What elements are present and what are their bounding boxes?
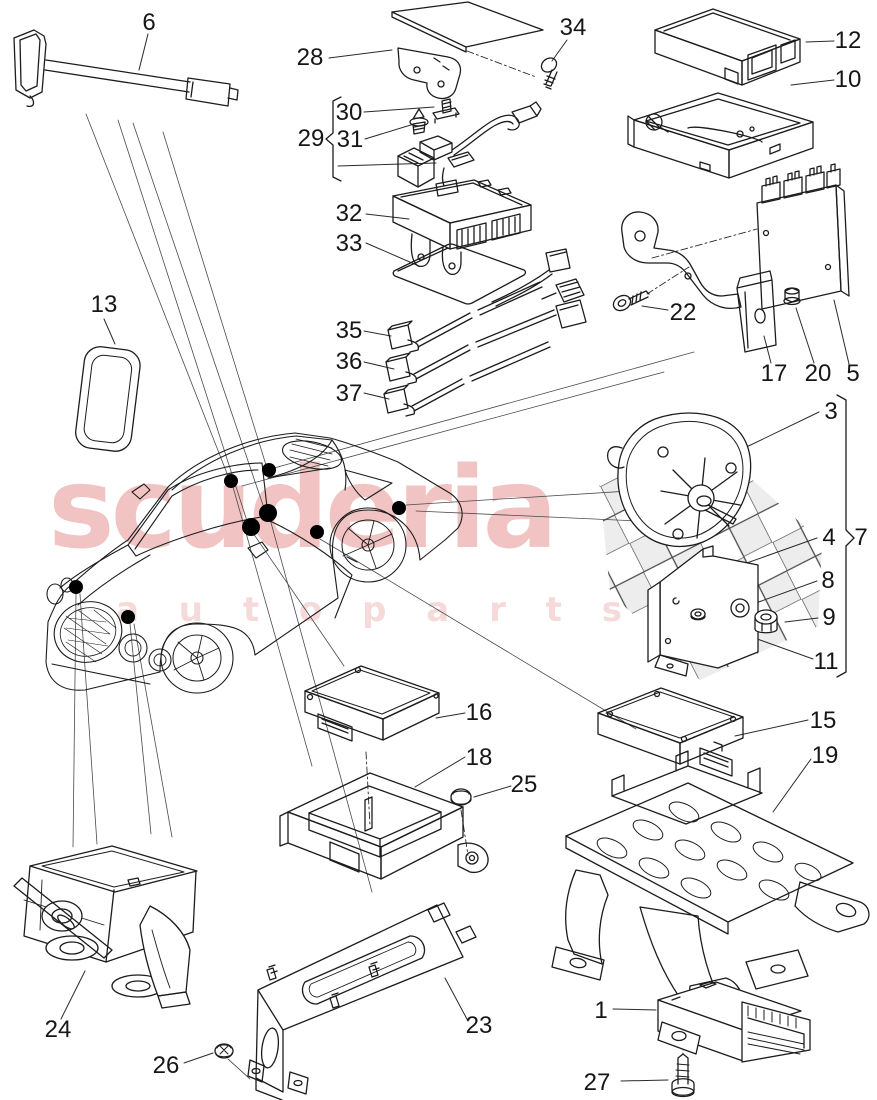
car-illustration bbox=[45, 432, 463, 694]
part-36-cable bbox=[385, 299, 587, 385]
callout-37: 37 bbox=[335, 380, 363, 407]
part-18-housing bbox=[279, 772, 489, 880]
part-25-nut bbox=[450, 788, 472, 806]
part-1-control-unit bbox=[657, 981, 811, 1063]
callout-8: 8 bbox=[821, 567, 835, 594]
callout-36: 36 bbox=[335, 348, 363, 375]
callout-29: 29 bbox=[297, 125, 325, 152]
callout-12: 12 bbox=[834, 27, 862, 54]
callout-34: 34 bbox=[559, 14, 587, 41]
part-6-hood-switch bbox=[13, 29, 239, 108]
part-26-nut bbox=[214, 1043, 234, 1059]
leader-lines-callouts bbox=[60, 33, 850, 1082]
callout-27: 27 bbox=[583, 1069, 611, 1096]
car-front-wheel bbox=[160, 622, 234, 694]
callout-17: 17 bbox=[760, 360, 788, 387]
part-12-control-unit bbox=[654, 8, 801, 86]
part-23-bracket bbox=[247, 902, 477, 1100]
callout-3: 3 bbox=[824, 398, 838, 425]
callout-15: 15 bbox=[809, 707, 837, 734]
part-19-carrier-bracket bbox=[551, 750, 870, 1013]
callout-28: 28 bbox=[296, 44, 324, 71]
part-10-bracket-tray bbox=[627, 92, 814, 179]
part-3-alarm-siren bbox=[606, 412, 752, 548]
part-4-siren-bracket bbox=[647, 545, 759, 677]
callout-1: 1 bbox=[594, 997, 608, 1024]
callout-11: 11 bbox=[813, 648, 839, 675]
callout-13: 13 bbox=[90, 291, 118, 318]
callout-18: 18 bbox=[465, 744, 493, 771]
part-37-cable bbox=[383, 341, 551, 417]
part-29-harness bbox=[397, 101, 542, 197]
part-8-washer bbox=[730, 598, 750, 618]
car-grille bbox=[53, 601, 123, 663]
callout-9: 9 bbox=[822, 604, 836, 631]
callout-10: 10 bbox=[834, 66, 862, 93]
construction-lines bbox=[365, 50, 758, 1055]
part-11-nut bbox=[690, 608, 706, 621]
callout-26: 26 bbox=[152, 1052, 180, 1079]
part-34-screw bbox=[540, 57, 558, 90]
callout-32: 32 bbox=[335, 200, 363, 227]
callout-23: 23 bbox=[465, 1012, 493, 1039]
callout-19: 19 bbox=[811, 742, 839, 769]
leader-lines-fan bbox=[72, 113, 695, 893]
car-location-dots bbox=[69, 463, 406, 624]
part-32-control-module bbox=[392, 179, 532, 276]
part-13-pad bbox=[75, 346, 141, 452]
callout-5: 5 bbox=[846, 360, 860, 387]
part-27-screw bbox=[671, 1053, 695, 1098]
part-5-ecu bbox=[756, 163, 850, 310]
brace-7 bbox=[836, 394, 855, 678]
part-31-rivet bbox=[409, 108, 429, 135]
part-16-module bbox=[304, 665, 440, 742]
callout-7: 7 bbox=[854, 524, 868, 551]
car-rear-wheel bbox=[329, 507, 407, 583]
part-35-cable bbox=[387, 248, 585, 353]
callout-20: 20 bbox=[804, 360, 832, 387]
callout-30: 30 bbox=[335, 99, 363, 126]
callout-22: 22 bbox=[669, 299, 697, 326]
callout-6: 6 bbox=[142, 9, 156, 36]
callout-4: 4 bbox=[822, 524, 836, 551]
callout-35: 35 bbox=[335, 317, 363, 344]
brace-29 bbox=[325, 96, 342, 182]
part-15-module bbox=[597, 687, 744, 777]
callout-33: 33 bbox=[335, 230, 363, 257]
part-17-bracket bbox=[621, 211, 777, 353]
callout-25: 25 bbox=[510, 771, 538, 798]
part-30-clip bbox=[432, 98, 460, 124]
part-24-assembly bbox=[13, 845, 198, 1009]
part-22-screw bbox=[612, 290, 650, 312]
siren-impeller bbox=[660, 457, 741, 539]
callout-24: 24 bbox=[44, 1016, 72, 1043]
part-28-cover bbox=[391, 1, 544, 100]
callout-31: 31 bbox=[336, 126, 364, 153]
part-33-pad bbox=[392, 243, 527, 305]
part-9-nut bbox=[754, 609, 778, 634]
part-20-nut bbox=[783, 287, 801, 306]
callout-16: 16 bbox=[465, 699, 493, 726]
